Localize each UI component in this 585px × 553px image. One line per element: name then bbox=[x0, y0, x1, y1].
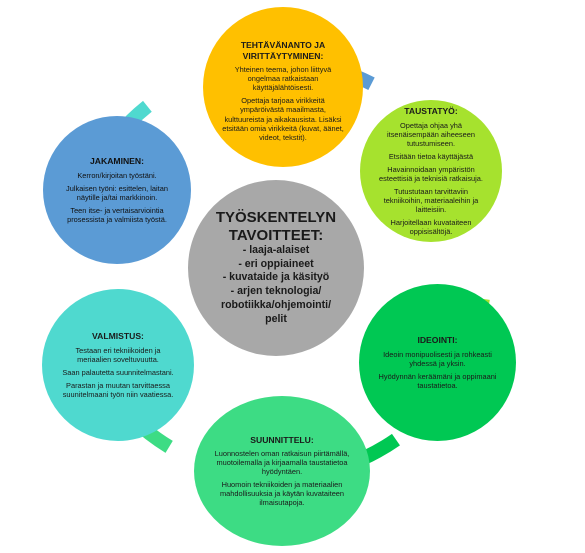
node-title: VALMISTUS: bbox=[92, 331, 144, 342]
node-text: Ideoin monipuolisesti ja rohkeasti yhdes… bbox=[383, 349, 492, 368]
center-item: - arjen teknologia/ bbox=[230, 285, 322, 298]
node-title: TAUSTATYÖ: bbox=[404, 106, 458, 117]
node-valmistus: VALMISTUS: Testaan eri tekniikoiden ja m… bbox=[42, 289, 194, 441]
node-text: Opettaja tarjoaa virikkeitä ympäröivästä… bbox=[222, 96, 344, 142]
center-title: TYÖSKENTELYN bbox=[215, 209, 337, 227]
node-text: Etsitään tietoa käyttäjästä bbox=[388, 151, 474, 161]
node-text: Opettaja ohjaa yhä itsenäisempään aihees… bbox=[387, 120, 475, 148]
node-text: Havainnoidaan ympäristön esteettisiä ja … bbox=[379, 164, 483, 183]
center-title: TAVOITTEET: bbox=[228, 226, 324, 244]
node-text: Parastan ja muutan tarvittaessa suunitel… bbox=[62, 380, 174, 399]
node-text: Harjoitellaan kuvataiteen oppisisältöjä. bbox=[390, 217, 472, 236]
node-tehtavananto: TEHTÄVÄNANTO JA VIRITTÄYTYMINEN: Yhteine… bbox=[203, 7, 363, 167]
node-suunnittelu: SUUNNITTELU: Luonnostelen oman ratkaisun… bbox=[194, 396, 370, 546]
node-title: JAKAMINEN: bbox=[90, 156, 144, 167]
node-text: Julkaisen työni: esittelen, laitan näyti… bbox=[66, 183, 168, 202]
node-text: Tutustutaan tarvittaviin tekniikoihin, m… bbox=[383, 186, 479, 214]
node-text: Kerron/kirjoitan työstäni. bbox=[77, 170, 157, 180]
node-text: Huomoin tekniikoiden ja materiaalien mah… bbox=[219, 480, 345, 508]
node-title: TEHTÄVÄNANTO JA VIRITTÄYTYMINEN: bbox=[240, 40, 326, 61]
node-title: SUUNNITTELU: bbox=[250, 434, 314, 445]
center-goals: TYÖSKENTELYN TAVOITTEET: - laaja-alaiset… bbox=[188, 180, 364, 356]
center-item: - eri oppiaineet bbox=[238, 257, 314, 270]
node-text: Teen itse- ja vertaisarviointia prosessi… bbox=[67, 205, 167, 224]
node-title: IDEOINTI: bbox=[417, 335, 458, 346]
node-jakaminen: JAKAMINEN: Kerron/kirjoitan työstäni. Ju… bbox=[43, 116, 191, 264]
node-text: Testaan eri tekniikoiden ja meriaalien s… bbox=[75, 345, 161, 364]
node-text: Yhteinen teema, johon liittyvä ongelmaa … bbox=[234, 65, 332, 93]
node-text: Luonnostelen oman ratkaisun piirtämällä,… bbox=[214, 449, 350, 477]
center-item: pelit bbox=[265, 312, 287, 325]
center-item: - kuvataide ja käsityö bbox=[222, 271, 330, 284]
node-text: Hyödynnän keräämäni ja oppimaani taustat… bbox=[378, 371, 497, 390]
node-ideointi: IDEOINTI: Ideoin monipuolisesti ja rohke… bbox=[359, 284, 516, 441]
center-item: robotiikka/ohjemointi/ bbox=[220, 299, 332, 312]
center-item: - laaja-alaiset bbox=[242, 243, 310, 256]
node-text: Saan palautetta suunnitelmastani. bbox=[62, 367, 174, 377]
node-taustatyo: TAUSTATYÖ: Opettaja ohjaa yhä itsenäisem… bbox=[360, 100, 502, 242]
